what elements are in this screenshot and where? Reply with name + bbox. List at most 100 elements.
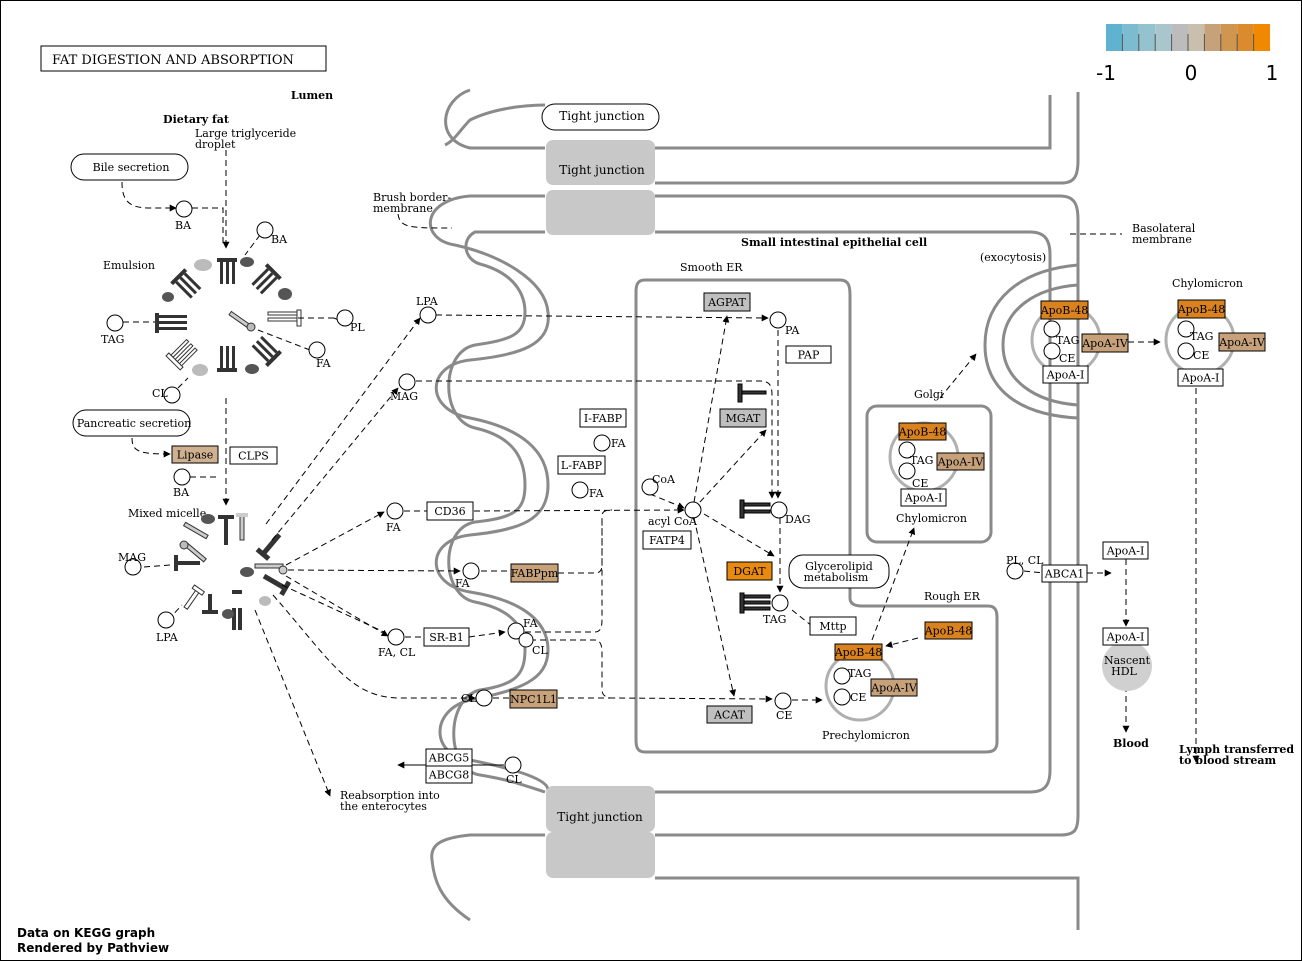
edge-ba-emulsion <box>192 207 224 245</box>
gene-box-cd36-rect[interactable] <box>426 501 474 521</box>
gene-box-apob48[interactable]: ApoB-48 <box>1177 299 1226 319</box>
gene-box-pap-rect[interactable] <box>785 345 832 364</box>
gene-box-apoaiv[interactable]: ApoA-IV <box>936 452 985 471</box>
lpa-label-cell: LPA <box>416 295 439 308</box>
acyl-coa-label: acyl CoA <box>648 515 698 528</box>
gene-box-apoai[interactable]: ApoA-I <box>1102 627 1149 646</box>
gene-box-agpat[interactable]: AGPAT <box>703 292 751 312</box>
gene-box-dgat-rect[interactable] <box>726 561 773 581</box>
bile-secretion-box[interactable] <box>70 153 189 181</box>
gene-box-mgat[interactable]: MGAT <box>719 408 767 428</box>
gene-box-npc1l1[interactable]: NPC1L1 <box>509 689 558 709</box>
ce-node-er <box>774 692 792 710</box>
gene-box-apoai[interactable]: ApoA-I <box>1042 365 1089 384</box>
gene-box-apoai-label: ApoA-I <box>1106 545 1145 558</box>
tight-junction-block-2 <box>546 190 655 235</box>
gene-box-apob48[interactable]: ApoB-48 <box>1040 300 1089 320</box>
edge-mag-dag <box>416 380 776 499</box>
gene-box-fatp4-rect[interactable] <box>642 530 692 550</box>
gene-box-npc1l1-rect[interactable] <box>509 689 558 709</box>
gene-box-mttp[interactable]: Mttp <box>809 616 857 636</box>
pl-label: PL <box>350 321 365 334</box>
gene-box-lfabp-rect[interactable] <box>557 455 606 475</box>
gene-box-apoai-rect[interactable] <box>1177 368 1224 387</box>
gene-box-abcg8-rect[interactable] <box>425 765 473 784</box>
gene-box-apoai-label: ApoA-I <box>1046 369 1085 382</box>
emulsion-droplet <box>155 257 302 376</box>
gene-box-lipase[interactable]: Lipase <box>171 445 219 464</box>
gene-box-apob48[interactable]: ApoB-48 <box>834 643 883 661</box>
pancreatic-secretion-label: Pancreatic secretion <box>77 417 191 430</box>
gene-box-abcg5[interactable]: ABCG5 <box>425 748 473 767</box>
gene-box-apoai[interactable]: ApoA-I <box>900 488 947 507</box>
gene-box-apoai-rect[interactable] <box>1102 541 1149 560</box>
gene-box-apoai-rect[interactable] <box>1042 365 1089 384</box>
gene-box-apoaiv-rect[interactable] <box>870 678 918 697</box>
gene-box-srb1[interactable]: SR-B1 <box>423 627 470 647</box>
gene-box-pap[interactable]: PAP <box>785 345 832 364</box>
gene-box-clps-rect[interactable] <box>229 446 278 465</box>
gene-box-apob48-label: ApoB-48 <box>834 646 883 659</box>
legend-swatch <box>1220 24 1238 51</box>
gene-box-apob48[interactable]: ApoB-48 <box>924 621 973 640</box>
edge-micelle-fa <box>285 511 385 566</box>
gene-box-abcg5-label: ABCG5 <box>428 752 469 765</box>
gene-box-ifabp-rect[interactable] <box>579 408 627 428</box>
glycerolipid-metabolism-box[interactable] <box>788 554 890 589</box>
gene-box-apob48-rect[interactable] <box>1040 300 1089 320</box>
coa-node <box>641 478 659 496</box>
coa-label: CoA <box>652 473 676 486</box>
gene-box-abcg8[interactable]: ABCG8 <box>425 765 473 784</box>
gene-box-apob48-rect[interactable] <box>834 643 883 661</box>
edge-sr-fa <box>468 629 506 638</box>
gene-box-apob48-rect[interactable] <box>1177 299 1226 319</box>
gene-box-apob48-label: ApoB-48 <box>1177 303 1226 316</box>
gene-box-apoaiv[interactable]: ApoA-IV <box>870 678 918 697</box>
gene-box-apob48-rect[interactable] <box>898 422 947 441</box>
gene-box-apoaiv[interactable]: ApoA-IV <box>1081 333 1129 353</box>
gene-box-apoai[interactable]: ApoA-I <box>1177 368 1224 387</box>
gene-box-fatp4[interactable]: FATP4 <box>642 530 692 550</box>
gene-box-acat[interactable]: ACAT <box>706 705 753 724</box>
pathway-edges <box>121 150 1200 797</box>
facl-label: FA, CL <box>378 646 416 659</box>
gene-box-fabppm-rect[interactable] <box>510 563 559 583</box>
tag-label-exo: TAG <box>1056 334 1079 347</box>
gene-box-clps[interactable]: CLPS <box>229 446 278 465</box>
gene-box-fabppm-label: FABPpm <box>511 567 559 580</box>
gene-box-abca1-rect[interactable] <box>1041 564 1088 583</box>
gene-box-apoaiv-rect[interactable] <box>936 452 985 471</box>
gene-box-mgat-rect[interactable] <box>719 408 767 428</box>
gene-box-apob48-rect[interactable] <box>924 621 973 640</box>
gene-box-cd36[interactable]: CD36 <box>426 501 474 521</box>
gene-box-dgat[interactable]: DGAT <box>726 561 773 581</box>
edge-ba-emulsion2 <box>244 234 261 256</box>
gene-box-acat-rect[interactable] <box>706 705 753 724</box>
gene-box-apoai[interactable]: ApoA-I <box>1102 541 1149 560</box>
gene-box-lfabp[interactable]: L-FABP <box>557 455 606 475</box>
gene-box-srb1-rect[interactable] <box>423 627 470 647</box>
gene-box-abca1[interactable]: ABCA1 <box>1041 564 1088 583</box>
gene-box-lipase-rect[interactable] <box>171 445 219 464</box>
tag-inhibit-bar <box>739 592 745 614</box>
gene-box-ifabp[interactable]: I-FABP <box>579 408 627 428</box>
gene-box-apoaiv-rect[interactable] <box>1081 333 1129 353</box>
dag-label: DAG <box>785 513 811 526</box>
exocytosis-inner <box>1001 283 1079 407</box>
gene-box-apob48[interactable]: ApoB-48 <box>898 422 947 441</box>
metabolite-nodes[interactable] <box>106 200 1195 774</box>
exocytosis-label: (exocytosis) <box>980 251 1046 264</box>
gene-box-mttp-rect[interactable] <box>809 616 857 636</box>
brush-border-label-2: membrane <box>373 202 433 215</box>
dag-node <box>770 501 788 519</box>
gene-box-fabppm[interactable]: FABPpm <box>510 563 559 583</box>
fa-node-ifabp <box>593 434 611 452</box>
legend-max: 1 <box>1266 61 1279 85</box>
gene-box-apoai-rect[interactable] <box>900 488 947 507</box>
gene-box-apoaiv[interactable]: ApoA-IV <box>1218 332 1266 352</box>
pancreatic-secretion-box[interactable] <box>72 409 191 437</box>
gene-box-apoaiv-rect[interactable] <box>1218 332 1266 352</box>
gene-box-agpat-rect[interactable] <box>703 292 751 312</box>
gene-box-apoai-rect[interactable] <box>1102 627 1149 646</box>
